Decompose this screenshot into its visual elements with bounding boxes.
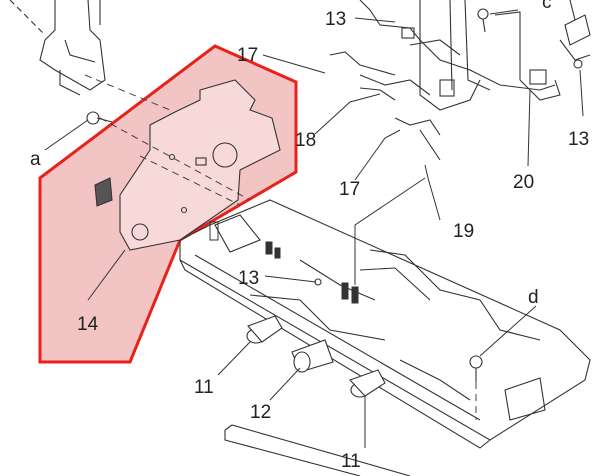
roller-parts — [246, 315, 386, 398]
main-frame — [179, 199, 591, 449]
frame-clips — [209, 221, 359, 304]
callout-13-right: 13 — [568, 129, 589, 150]
top-right-assembly — [329, 0, 591, 161]
callout-11-left: 11 — [194, 377, 214, 398]
callout-18: 18 — [295, 130, 316, 151]
callout-a: a — [30, 149, 41, 170]
bottom-rail — [224, 424, 411, 476]
screw-c-head — [477, 8, 489, 20]
leader-lines — [44, 9, 584, 448]
callout-13-mid: 13 — [238, 268, 259, 289]
callout-14: 14 — [77, 314, 99, 335]
callout-20: 20 — [513, 172, 534, 193]
callout-12: 12 — [250, 402, 271, 423]
callout-d: d — [528, 287, 539, 308]
screw-13-right — [573, 59, 583, 69]
callout-13-top: 13 — [325, 9, 346, 30]
top-left-bracket — [9, 0, 106, 96]
callout-17-top: 17 — [237, 45, 258, 66]
callout-11-bottom: 11 — [341, 451, 361, 472]
alignment-dashes — [84, 74, 477, 420]
callout-19: 19 — [453, 221, 474, 242]
callout-17-mid: 17 — [339, 179, 360, 200]
part-14-bracket — [94, 79, 281, 251]
callout-c: c — [542, 0, 552, 13]
screws — [86, 8, 583, 382]
screw-d-head — [469, 355, 483, 369]
